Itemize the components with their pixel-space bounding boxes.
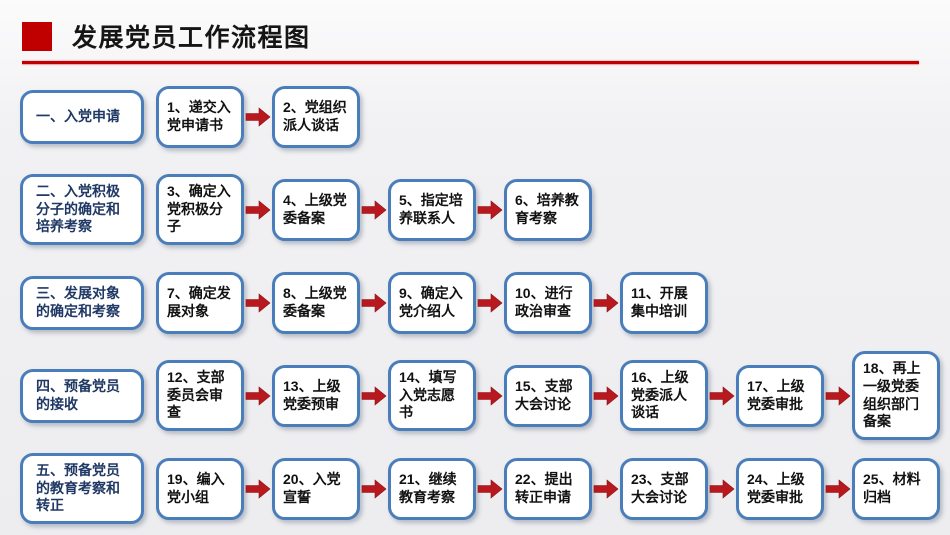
red-square-bullet-icon <box>22 21 52 51</box>
step-box: 19、编入党小组 <box>156 457 244 520</box>
step-box: 24、上级党委审批 <box>736 457 824 520</box>
step-box: 21、继续教育考察 <box>388 457 476 520</box>
step-box: 15、支部大会讨论 <box>504 364 592 427</box>
step-box: 6、培养教育考察 <box>504 178 592 241</box>
flow-arrow-icon <box>708 385 736 407</box>
stage-label-box: 一、入党申请 <box>20 89 144 144</box>
flow-arrow-icon <box>824 478 852 500</box>
flow-arrow-icon <box>360 199 388 221</box>
step-box: 22、提出转正申请 <box>504 457 592 520</box>
flow-arrow-icon <box>592 292 620 314</box>
step-box: 9、确定入党介绍人 <box>388 271 476 334</box>
step-box: 12、支部委员会审查 <box>156 359 244 432</box>
stage-label-box: 二、入党积极分子的确定和培养考察 <box>20 173 144 246</box>
flow-arrow-icon <box>244 199 272 221</box>
flow-arrow-icon <box>708 478 736 500</box>
flow-arrow-icon <box>476 199 504 221</box>
step-box: 20、入党宣誓 <box>272 457 360 520</box>
step-box: 11、开展集中培训 <box>620 271 708 334</box>
step-box: 4、上级党委备案 <box>272 178 360 241</box>
step-box: 5、指定培养联系人 <box>388 178 476 241</box>
step-box: 16、上级党委派人谈话 <box>620 359 708 432</box>
flow-arrow-icon <box>592 478 620 500</box>
flow-arrow-icon <box>592 385 620 407</box>
step-box: 23、支部大会讨论 <box>620 457 708 520</box>
step-box: 25、材料归档 <box>852 457 940 520</box>
stage-label-box: 四、预备党员的接收 <box>20 368 144 423</box>
flow-arrow-icon <box>476 385 504 407</box>
step-box: 8、上级党委备案 <box>272 271 360 334</box>
flow-arrow-icon <box>476 478 504 500</box>
flow-arrow-icon <box>244 385 272 407</box>
slide-header: 发展党员工作流程图 <box>0 0 950 64</box>
stage-label-box: 五、预备党员的教育考察和转正 <box>20 452 144 525</box>
flow-arrow-icon <box>360 385 388 407</box>
step-box: 17、上级党委审批 <box>736 364 824 427</box>
flow-arrow-icon <box>360 478 388 500</box>
flow-arrow-icon <box>476 292 504 314</box>
step-box: 3、确定入党积极分子 <box>156 173 244 246</box>
header-divider <box>22 61 919 64</box>
flow-arrow-icon <box>244 478 272 500</box>
step-box: 2、党组织派人谈话 <box>272 85 360 148</box>
step-box: 7、确定发展对象 <box>156 271 244 334</box>
flow-arrow-icon <box>244 292 272 314</box>
step-box: 13、上级党委预审 <box>272 364 360 427</box>
page-title: 发展党员工作流程图 <box>72 24 311 52</box>
header-title-row: 发展党员工作流程图 <box>22 20 930 52</box>
step-box: 14、填写入党志愿书 <box>388 359 476 432</box>
step-box: 18、再上一级党委组织部门备案 <box>852 350 940 441</box>
step-box: 10、进行政治审查 <box>504 271 592 334</box>
flow-arrow-icon <box>244 106 272 128</box>
flow-arrow-icon <box>824 385 852 407</box>
flow-arrow-icon <box>360 292 388 314</box>
stage-label-box: 三、发展对象的确定和考察 <box>20 275 144 330</box>
step-box: 1、递交入党申请书 <box>156 85 244 148</box>
